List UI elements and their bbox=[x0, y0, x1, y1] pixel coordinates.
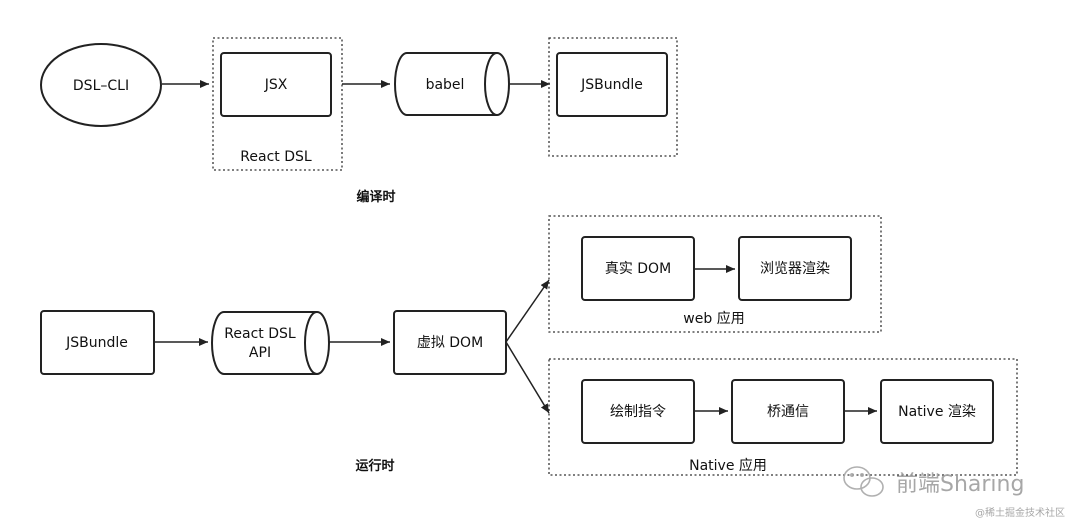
draw-command-label: 绘制指令 bbox=[610, 404, 666, 420]
react-dsl-api-label-line2: API bbox=[249, 345, 271, 361]
browser-render-node bbox=[738, 236, 852, 301]
web-app-group bbox=[548, 215, 882, 333]
compile-jsbundle-node bbox=[556, 52, 668, 117]
jsx-label: JSX bbox=[264, 77, 288, 93]
watermark-brand: 前端Sharing bbox=[896, 472, 1024, 497]
native-app-group-label: Native 应用 bbox=[689, 457, 767, 474]
runtime-jsbundle-label: JSBundle bbox=[65, 335, 128, 351]
react-dsl-group-label: React DSL bbox=[240, 149, 312, 165]
react-dsl-api-node bbox=[211, 311, 330, 375]
jsx-node bbox=[220, 52, 332, 117]
dsl-cli-label: DSL–CLI bbox=[73, 78, 129, 94]
vdom-label: 虚拟 DOM bbox=[417, 335, 483, 351]
arrow-vdom-to-web bbox=[505, 279, 550, 343]
native-render-label: Native 渲染 bbox=[898, 404, 976, 420]
dsl-cli-node bbox=[40, 43, 162, 127]
compile-jsbundle-label: JSBundle bbox=[580, 77, 643, 93]
react-dsl-group bbox=[212, 37, 343, 171]
wechat-icon bbox=[843, 466, 884, 497]
bundle-group bbox=[548, 37, 678, 157]
watermark: 前端Sharing @稀土掘金技术社区 bbox=[843, 466, 1065, 519]
watermark-source: @稀土掘金技术社区 bbox=[975, 506, 1065, 519]
real-dom-label: 真实 DOM bbox=[605, 261, 671, 277]
bridge-label: 桥通信 bbox=[767, 404, 809, 420]
web-app-group-label: web 应用 bbox=[683, 310, 744, 327]
runtime-row: JSBundle React DSL API 虚拟 DOM 真实 DOM 浏览器… bbox=[40, 215, 1018, 476]
babel-label: babel bbox=[426, 77, 465, 93]
native-app-group bbox=[548, 358, 1018, 476]
runtime-caption: 运行时 bbox=[355, 458, 394, 474]
babel-node bbox=[394, 52, 510, 116]
arrow-vdom-to-native bbox=[505, 341, 550, 414]
react-dsl-api-label-line1: React DSL bbox=[224, 326, 296, 342]
compile-row: DSL–CLI JSX React DSL babel JSBundle 编译时 bbox=[40, 37, 678, 205]
native-render-node bbox=[880, 379, 994, 444]
browser-render-label: 浏览器渲染 bbox=[760, 261, 830, 277]
compile-caption: 编译时 bbox=[356, 189, 395, 205]
